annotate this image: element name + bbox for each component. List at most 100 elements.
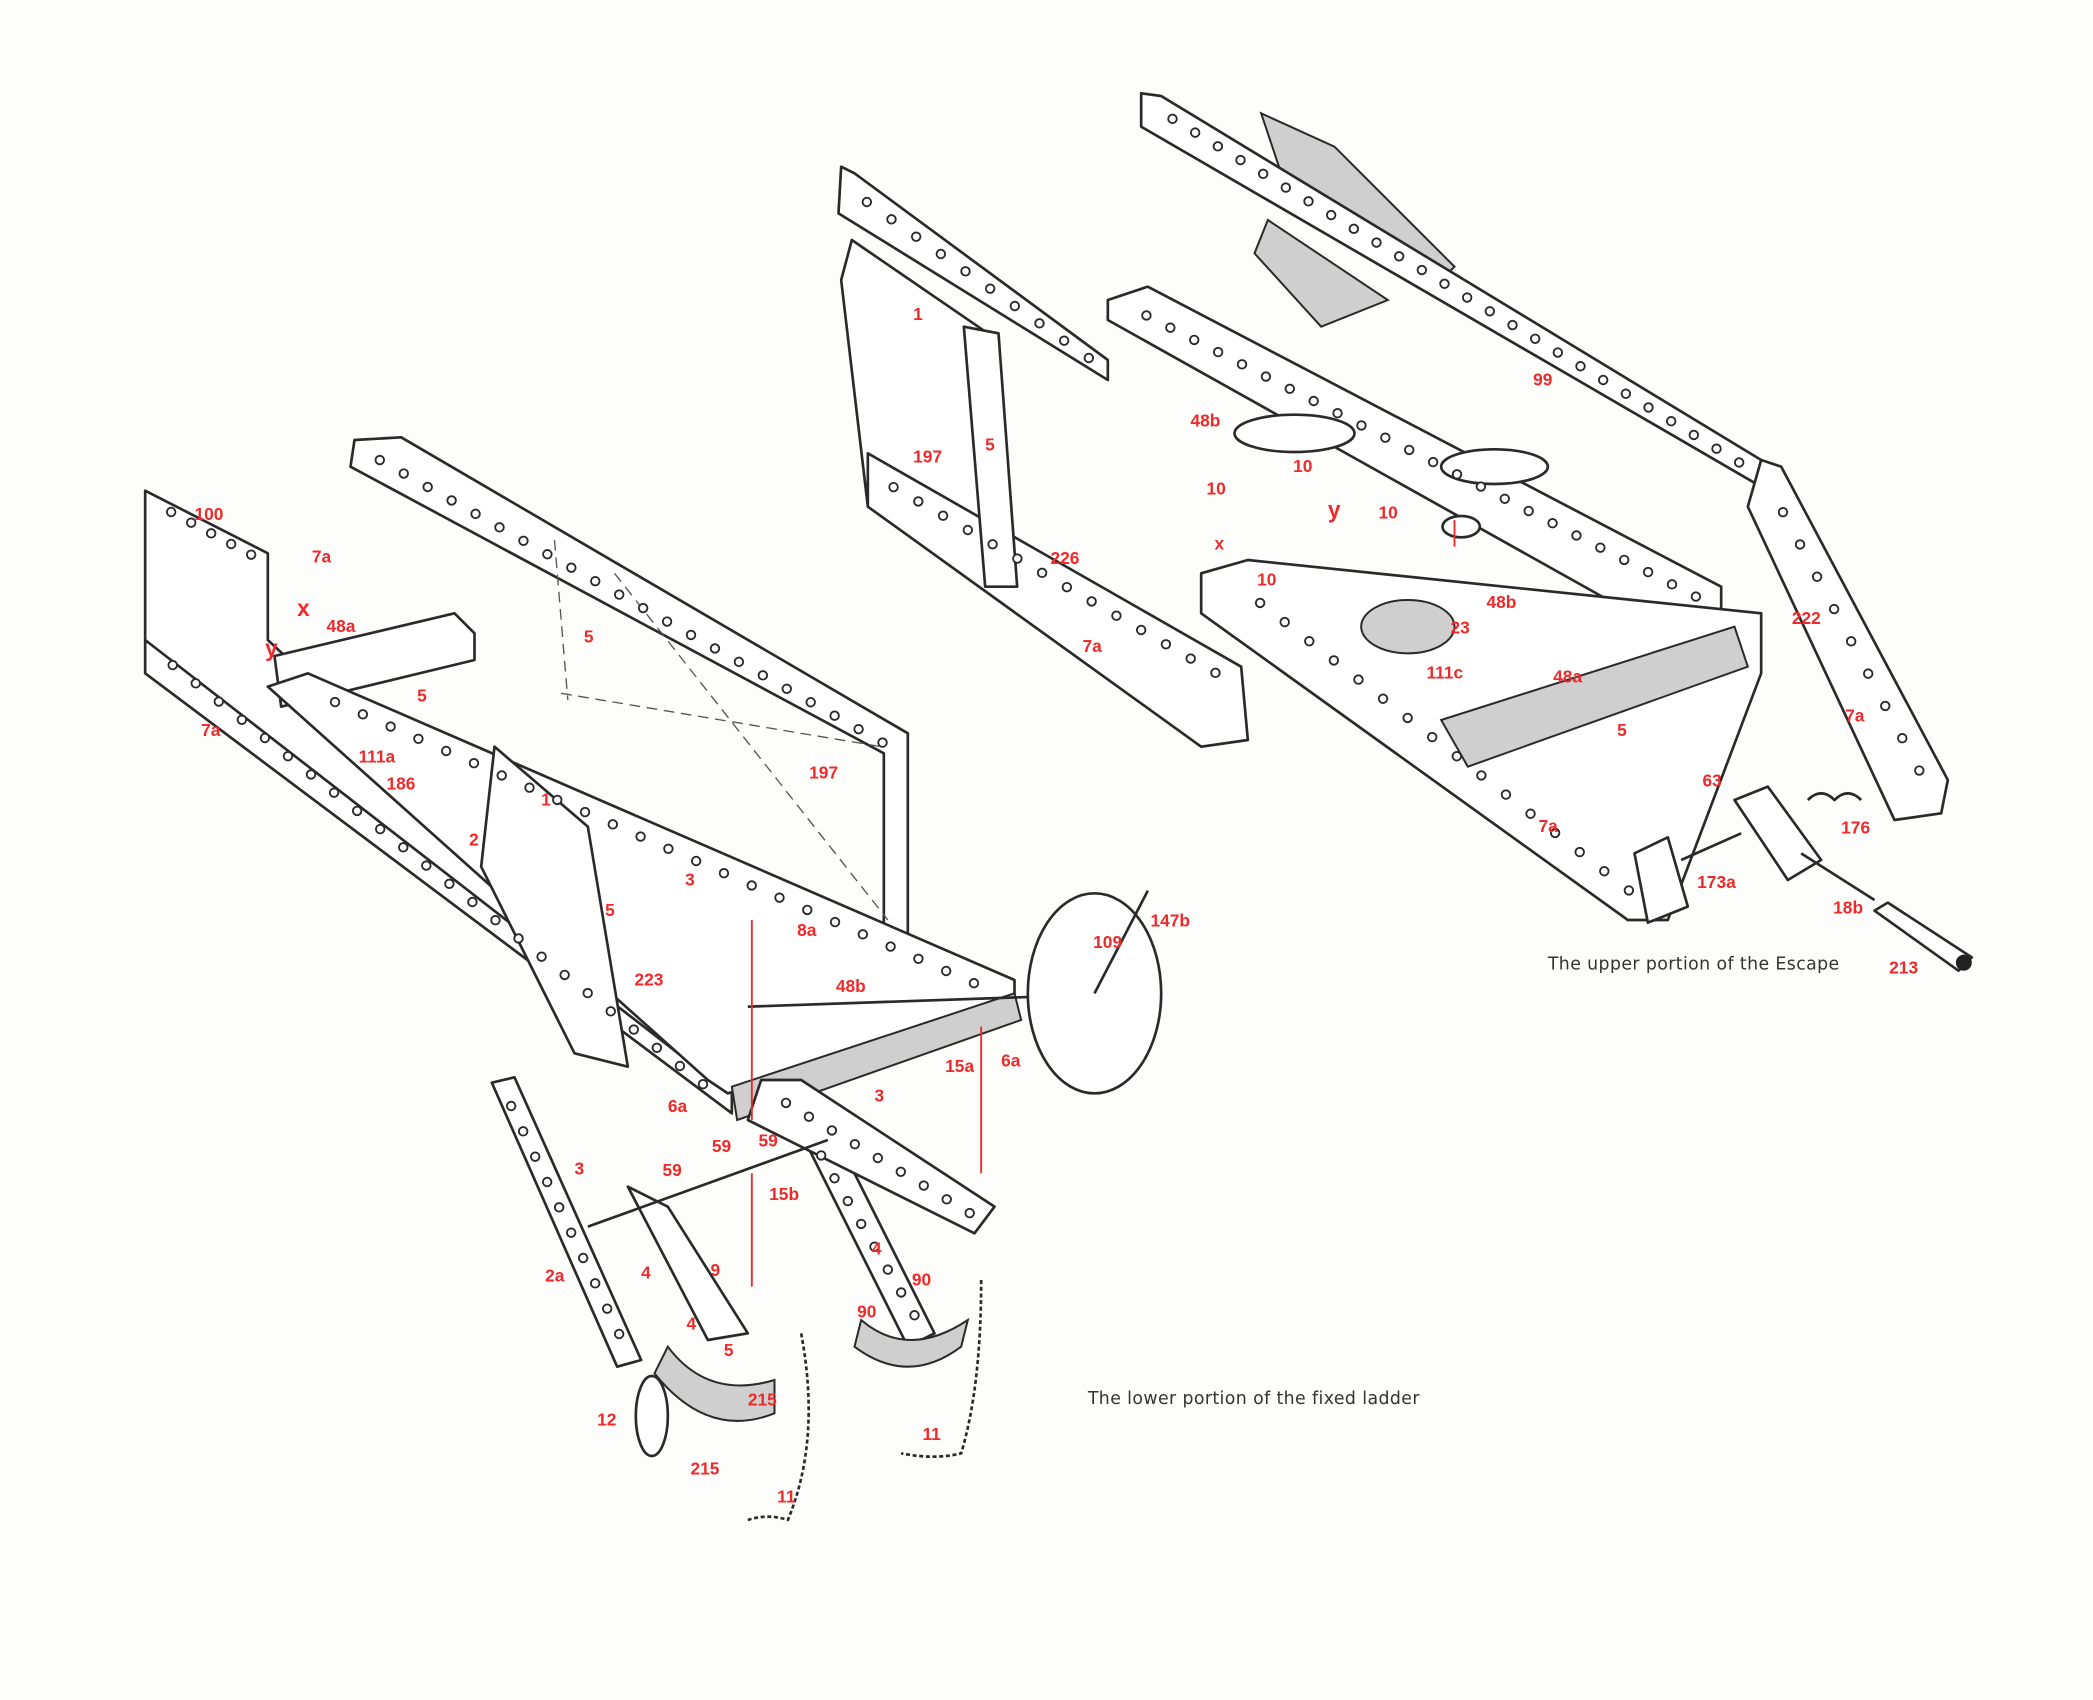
part-label: 10 [1293,456,1312,476]
perforation-hole [918,1180,929,1191]
rod-18b [1800,852,1876,902]
perforation-hole [1571,530,1582,541]
perforation-hole [774,892,785,903]
perforation-hole [542,549,553,560]
part-label: 7a [201,720,221,740]
perforation-hole [1377,693,1389,704]
perforation-hole [505,1100,517,1112]
perforation-hole [1185,653,1196,664]
perforation-hole [872,1152,884,1164]
crank-10 [1233,413,1356,454]
perforation-hole [1427,456,1439,468]
double-bracket-48a [1439,625,1750,768]
perforation-hole [1416,264,1428,276]
part-label: 99 [1533,369,1552,389]
perforation-hole [374,823,386,835]
part-label: 109 [1093,932,1122,952]
part-label: 7a [1083,636,1103,656]
lower-part-labels: 100 7a x y 48a 5 5 7a 111a 186 197 1 2 5… [195,504,1191,1507]
caption-lower-ladder: The lower portion of the fixed ladder [1087,1389,1420,1409]
perforation-hole [1210,667,1221,679]
perforation-hole [1160,639,1172,650]
perforation-hole [589,1278,601,1289]
part-label: 11 [777,1487,796,1507]
perforation-hole [1332,408,1343,419]
part-label: 7a [1845,705,1865,725]
part-label: 6a [1001,1051,1021,1071]
part-label: 7a [312,547,332,567]
perforation-hole [1828,603,1840,615]
part-label: 5 [1617,720,1627,740]
perforation-hole [1061,581,1073,593]
perforation-hole [1643,402,1654,413]
perforation-hole [468,758,480,769]
perforation-hole [651,1042,663,1053]
perforation-hole [1393,251,1405,262]
perforation-hole [1257,168,1269,180]
perforation-hole [1353,674,1364,685]
perforation-hole [733,656,745,668]
perforation-hole [857,929,869,940]
part-label: 186 [387,773,416,793]
perforation-hole [1451,751,1462,762]
part-label: 48a [1553,667,1582,687]
perforation-hole [909,1310,920,1321]
part-label: 5 [985,435,995,455]
perforation-hole [781,683,792,694]
perforation-hole [613,1328,625,1340]
perforation-hole [1371,237,1382,248]
perforation-hole [685,629,697,641]
perforation-hole [1552,347,1564,358]
part-label: 10 [1207,479,1226,499]
pulley-23 [1360,599,1456,655]
rod-147b [1093,890,1150,994]
perforation-hole [236,714,248,725]
part-label: 10 [1257,569,1276,589]
perforation-hole [496,770,507,781]
perforation-hole [690,855,702,867]
perforation-hole [1260,371,1272,382]
dashed-guide [613,572,889,921]
perforation-hole [357,709,369,720]
rod-213 [1873,901,1974,972]
perforation-hole [1167,113,1178,125]
part-label: 48a [327,616,356,636]
perforation-hole [225,538,237,550]
perforation-hole [1475,481,1487,492]
dashed-guide [553,539,569,701]
perforation-hole [937,510,949,521]
perforation-hole [385,721,396,732]
chain [747,1333,810,1522]
rod-15b [587,1138,829,1228]
perforation-hole [565,1227,577,1238]
perforation-hole [1525,808,1536,819]
chain [900,1279,983,1458]
perforations [165,113,1925,1340]
part-label: 100 [195,504,224,524]
part-label: 197 [809,763,838,783]
part-label: 3 [685,869,695,889]
perforation-hole [940,965,952,977]
part-label: 48b [1191,411,1221,431]
perforation-hole [1777,506,1789,518]
perforation-hole [1165,322,1176,333]
part-label: 1 [541,789,551,809]
part-label: 11 [923,1424,942,1444]
perforation-hole [1083,352,1095,364]
part-label: 90 [857,1301,876,1321]
perforation-hole [861,196,873,208]
perforation-hole [829,710,840,721]
perforation-hole [1009,300,1021,312]
perforation-hole [718,868,730,879]
perforation-hole [440,745,452,757]
perforation-hole [869,1241,880,1252]
perforation-hole [1402,712,1413,724]
part-label: 6a [668,1096,688,1116]
perforation-hole [1086,596,1097,607]
perforation-hole [888,481,899,493]
rod-end [1955,954,1972,971]
perforation-hole [1404,444,1415,456]
perforation-hole [601,1303,613,1314]
perforation-hole [984,283,996,294]
